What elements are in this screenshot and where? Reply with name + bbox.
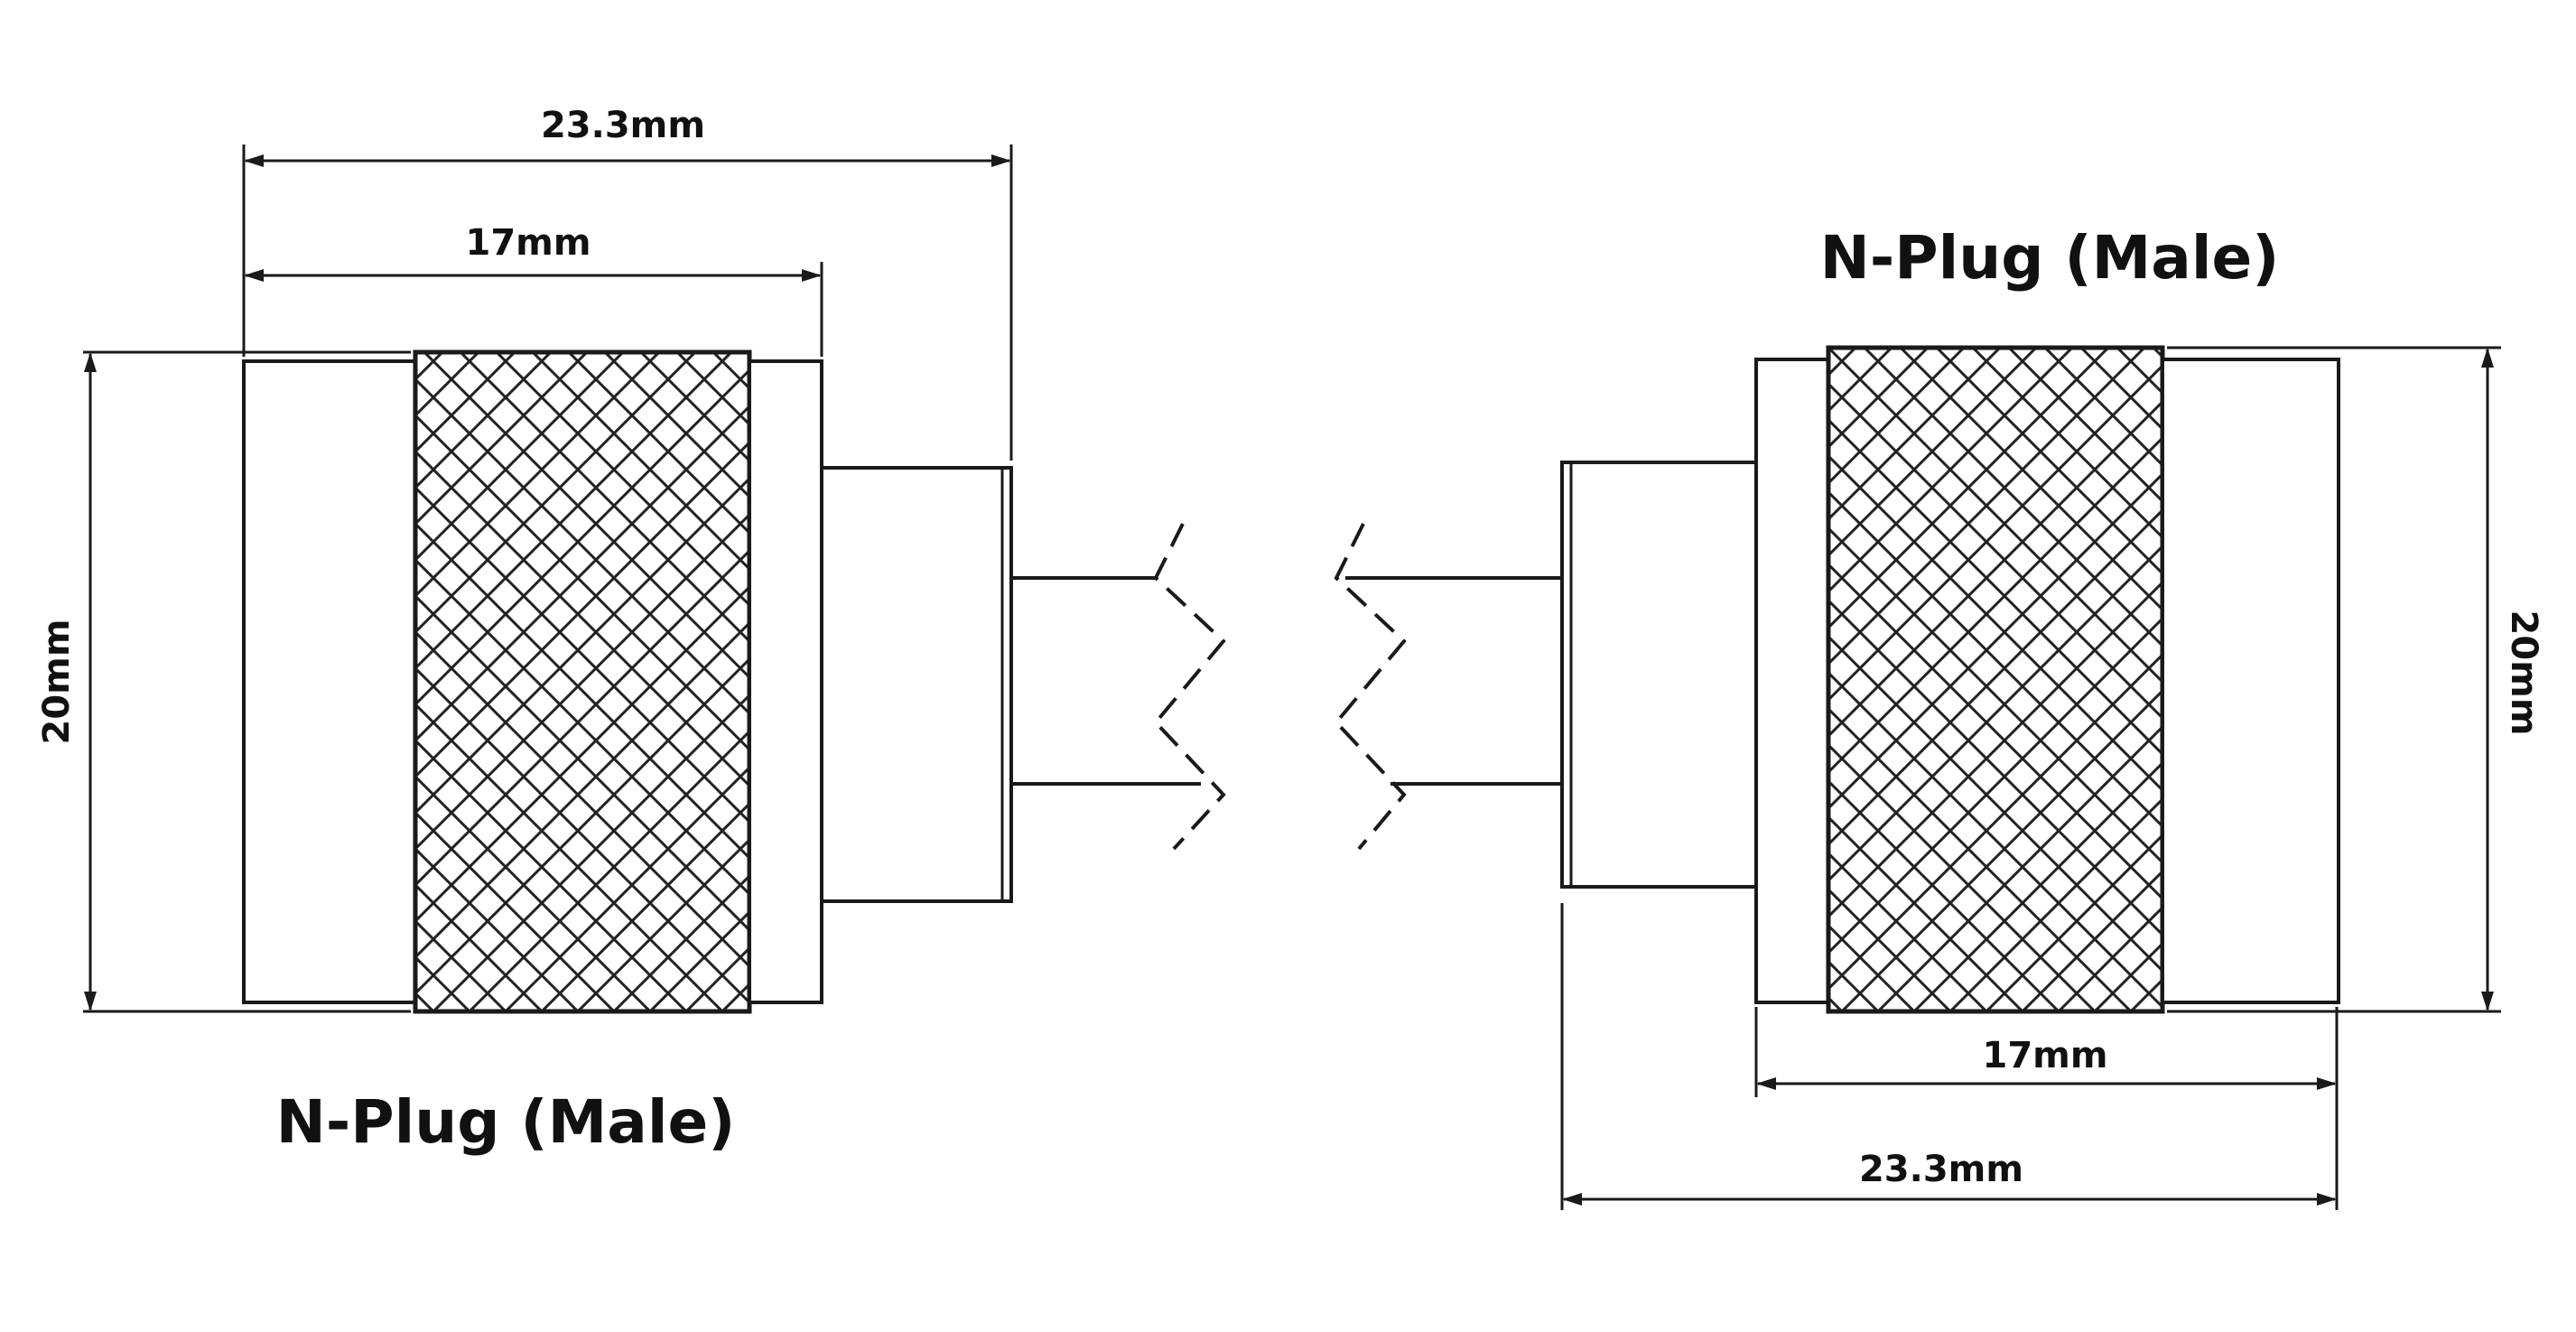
right-dim-body	[1754, 1007, 2339, 1210]
left-rear-sleeve	[242, 359, 417, 1004]
left-title: N-Plug (Male)	[276, 1087, 736, 1157]
left-dim-diameter-label: 20mm	[36, 619, 78, 744]
left-dim-overall-label: 23.3mm	[541, 105, 705, 146]
left-connector	[242, 349, 1226, 1014]
right-title: N-Plug (Male)	[1820, 223, 2280, 293]
right-dim-diameter	[2167, 346, 2501, 1013]
right-collar	[1754, 358, 1830, 1004]
right-dim-overall-label: 23.3mm	[1859, 1149, 2023, 1190]
right-ferrule	[1560, 461, 1758, 889]
right-dim-body-label: 17mm	[1982, 1035, 2107, 1076]
left-ferrule	[820, 466, 1013, 903]
left-dim-body	[244, 262, 823, 357]
left-dim-diameter	[83, 350, 411, 1013]
right-knurled-nut	[1826, 345, 2165, 1014]
left-collar	[748, 359, 823, 1004]
right-dim-overall	[1560, 903, 2337, 1210]
right-rear-sleeve	[2161, 358, 2340, 1004]
left-dim-overall	[242, 144, 1013, 461]
right-connector	[1334, 345, 2340, 1014]
right-dim-diameter-label: 20mm	[2503, 610, 2544, 735]
left-dim-body-label: 17mm	[465, 222, 591, 264]
left-break-line	[1153, 523, 1226, 851]
left-knurled-nut	[413, 349, 752, 1014]
right-break-line	[1334, 523, 1407, 851]
